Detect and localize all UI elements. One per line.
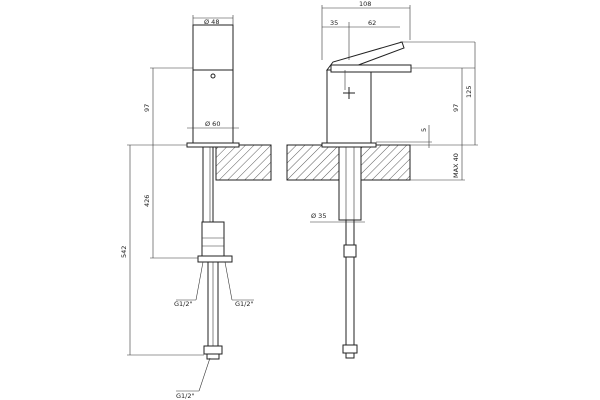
dim-side-left-offset: 35 (330, 19, 338, 27)
dim-side-shank-diameter: Ø 35 (311, 212, 326, 220)
label-right-inlet: G1/2" (235, 300, 254, 308)
front-base-plate (186, 142, 240, 148)
dim-side-lever-length: 62 (368, 19, 376, 27)
dim-side-base-thickness: 5 (420, 128, 428, 132)
side-view: 108 35 62 97 125 5 MAX 40 Ø 35 (286, 0, 478, 359)
side-base-plate (321, 142, 377, 148)
front-tap-body (192, 24, 234, 144)
label-left-inlet: G1/2" (174, 300, 193, 308)
dim-side-body-height: 97 (452, 104, 460, 112)
side-tap-body (326, 69, 372, 144)
label-bottom-outlet: G1/2" (176, 392, 195, 400)
dim-front-body-height: 97 (143, 104, 151, 112)
dim-side-max-deck: MAX 40 (452, 153, 460, 178)
dim-side-overall-width: 108 (359, 0, 371, 8)
front-lever-pin (210, 73, 216, 79)
front-fitting (201, 221, 225, 257)
dim-front-base-diameter: Ø 60 (205, 120, 220, 128)
side-shank (338, 146, 362, 221)
front-deck-slab (215, 144, 272, 181)
dim-front-total-length: 542 (120, 246, 128, 258)
dim-front-shank-length: 426 (143, 195, 151, 207)
front-shank (202, 146, 214, 223)
dim-front-top-diameter: Ø 48 (204, 18, 219, 26)
dim-side-total-height: 125 (465, 86, 473, 98)
side-flex-hose (345, 219, 355, 346)
front-view: Ø 48 Ø 60 97 426 542 G1/2" G1/2" G1/2" (120, 15, 272, 400)
